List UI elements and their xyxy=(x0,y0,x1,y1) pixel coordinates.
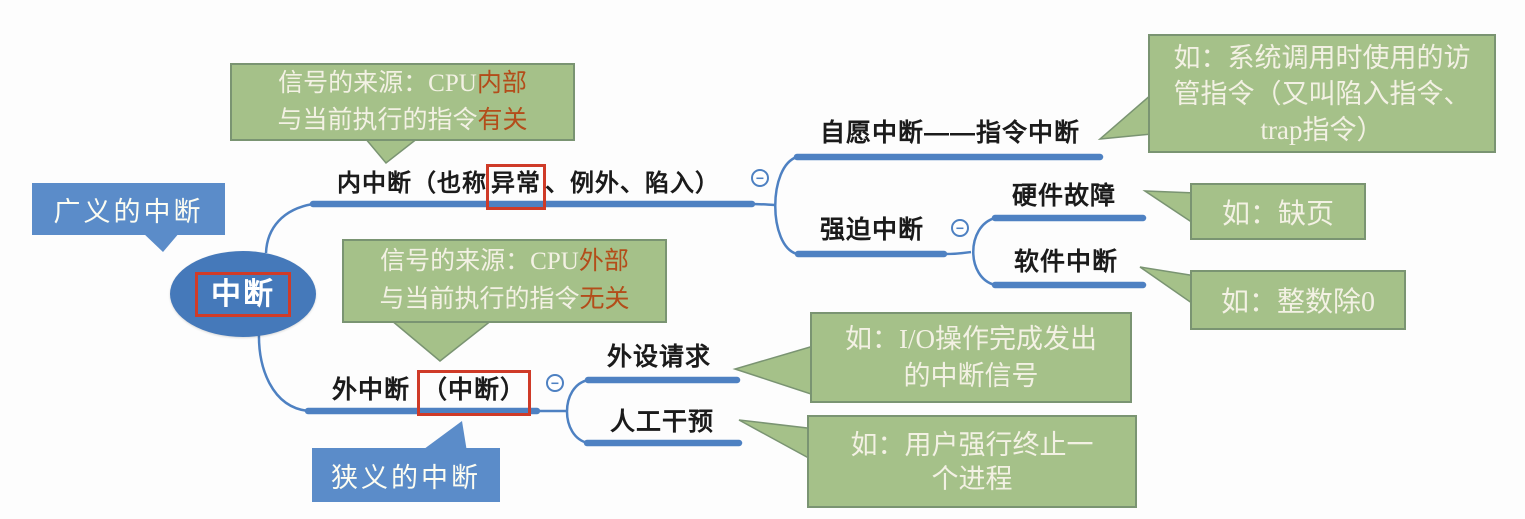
external-source-line2-white: 与当前执行的指令 xyxy=(379,286,580,313)
kill-process-line1: 如：用户强行终止一 xyxy=(850,429,1094,460)
narrow-callout-tail xyxy=(420,421,467,452)
trap-example-line1: 如：系统调用时使用的访 xyxy=(1173,42,1471,73)
root-label-red-highlight: 中断 xyxy=(195,271,291,317)
root-to-external-curve xyxy=(257,331,309,413)
io-example-tail xyxy=(732,343,818,398)
broad-interrupt-callout: 广义的中断 xyxy=(32,183,225,235)
internal-label-prefix: 内中断（也称 xyxy=(337,170,487,197)
internal-source-line2-white: 与当前执行的指令 xyxy=(277,107,478,134)
branch-label-forced-interrupt: 强迫中断 xyxy=(820,216,925,244)
external-label-prefix: 外中断 xyxy=(332,376,411,404)
branch-label-manual-intervention: 人工干预 xyxy=(610,408,715,436)
internal-source-line2: 与当前执行的指令有关 xyxy=(232,102,573,139)
external-source-callout: 信号的来源：CPU外部 与当前执行的指令无关 xyxy=(342,239,667,323)
minus-icon: − xyxy=(755,170,765,186)
connector-curves xyxy=(257,155,996,445)
page-fault-example-callout: 如：缺页 xyxy=(1190,183,1366,240)
kill-process-tail xyxy=(738,419,817,464)
external-label-red-highlight: （中断） xyxy=(416,370,531,416)
internal-source-line2-red: 有关 xyxy=(477,107,528,134)
branch-underlines xyxy=(304,153,1147,447)
io-example-line1: 如：I/O操作完成发出 xyxy=(845,323,1097,354)
page-fault-tail xyxy=(1142,190,1197,227)
internal-label-red-highlight: 异常 xyxy=(486,164,546,210)
kill-process-example-callout: 如：用户强行终止一 个进程 xyxy=(807,415,1137,508)
narrow-interrupt-label: 狭义的中断 xyxy=(331,462,481,493)
branch-label-voluntary-interrupt: 自愿中断——指令中断 xyxy=(820,119,1081,147)
io-example-callout: 如：I/O操作完成发出 的中断信号 xyxy=(810,312,1132,403)
branch-label-internal-interrupt: 内中断（也称异常、例外、陷入） xyxy=(337,164,720,210)
broad-interrupt-label: 广义的中断 xyxy=(53,196,204,227)
branch-label-peripheral-request: 外设请求 xyxy=(607,343,712,371)
external-source-tail xyxy=(388,319,495,362)
internal-source-tail xyxy=(363,137,421,165)
root-to-internal-curve xyxy=(264,202,314,254)
internal-fork-bracket xyxy=(774,155,798,256)
forced-fork-bracket xyxy=(972,216,996,287)
collapse-button-external[interactable]: − xyxy=(546,374,564,392)
page-fault-example-label: 如：缺页 xyxy=(1221,198,1334,230)
internal-source-line1-red: 内部 xyxy=(476,70,527,97)
divide-zero-tail xyxy=(1139,266,1197,308)
divide-zero-example-callout: 如：整数除0 xyxy=(1190,270,1406,330)
external-source-line2-red: 无关 xyxy=(579,286,630,313)
internal-fork-stub xyxy=(749,202,777,207)
internal-label-suffix: 、例外、陷入） xyxy=(545,170,720,197)
trap-example-tail xyxy=(1097,92,1153,140)
external-source-line2: 与当前执行的指令无关 xyxy=(344,281,665,319)
kill-process-line2: 个进程 xyxy=(931,463,1013,494)
branch-label-external-interrupt: 外中断 （中断） xyxy=(332,370,531,416)
external-source-line1: 信号的来源：CPU外部 xyxy=(344,243,665,281)
external-source-line1-red: 外部 xyxy=(578,248,629,275)
forced-fork-stub xyxy=(943,250,972,256)
internal-source-line1-white: 信号的来源：CPU xyxy=(278,70,477,97)
internal-source-line1: 信号的来源：CPU内部 xyxy=(232,65,573,102)
blue-callout-tails xyxy=(142,232,467,452)
external-fork-bracket xyxy=(565,378,589,445)
narrow-interrupt-callout: 狭义的中断 xyxy=(312,448,500,502)
divide-zero-example-label: 如：整数除0 xyxy=(1220,287,1375,318)
internal-source-callout: 信号的来源：CPU内部 与当前执行的指令有关 xyxy=(230,63,575,141)
minus-icon: − xyxy=(955,220,965,236)
branch-label-hardware-fault: 硬件故障 xyxy=(1012,182,1117,210)
trap-example-line3: trap指令） xyxy=(1260,114,1384,145)
external-source-line1-white: 信号的来源：CPU xyxy=(380,248,579,275)
broad-callout-tail xyxy=(142,232,180,252)
minus-icon: − xyxy=(550,375,560,391)
io-example-line2: 的中断信号 xyxy=(903,360,1039,391)
trap-example-callout: 如：系统调用时使用的访 管指令（又叫陷入指令、 trap指令） xyxy=(1148,34,1496,153)
collapse-button-forced[interactable]: − xyxy=(951,219,969,237)
trap-example-line2: 管指令（又叫陷入指令、 xyxy=(1173,78,1471,109)
branch-label-software-interrupt: 软件中断 xyxy=(1014,248,1119,276)
root-node-interrupt: 中断 xyxy=(170,251,316,337)
collapse-button-internal[interactable]: − xyxy=(751,169,769,187)
